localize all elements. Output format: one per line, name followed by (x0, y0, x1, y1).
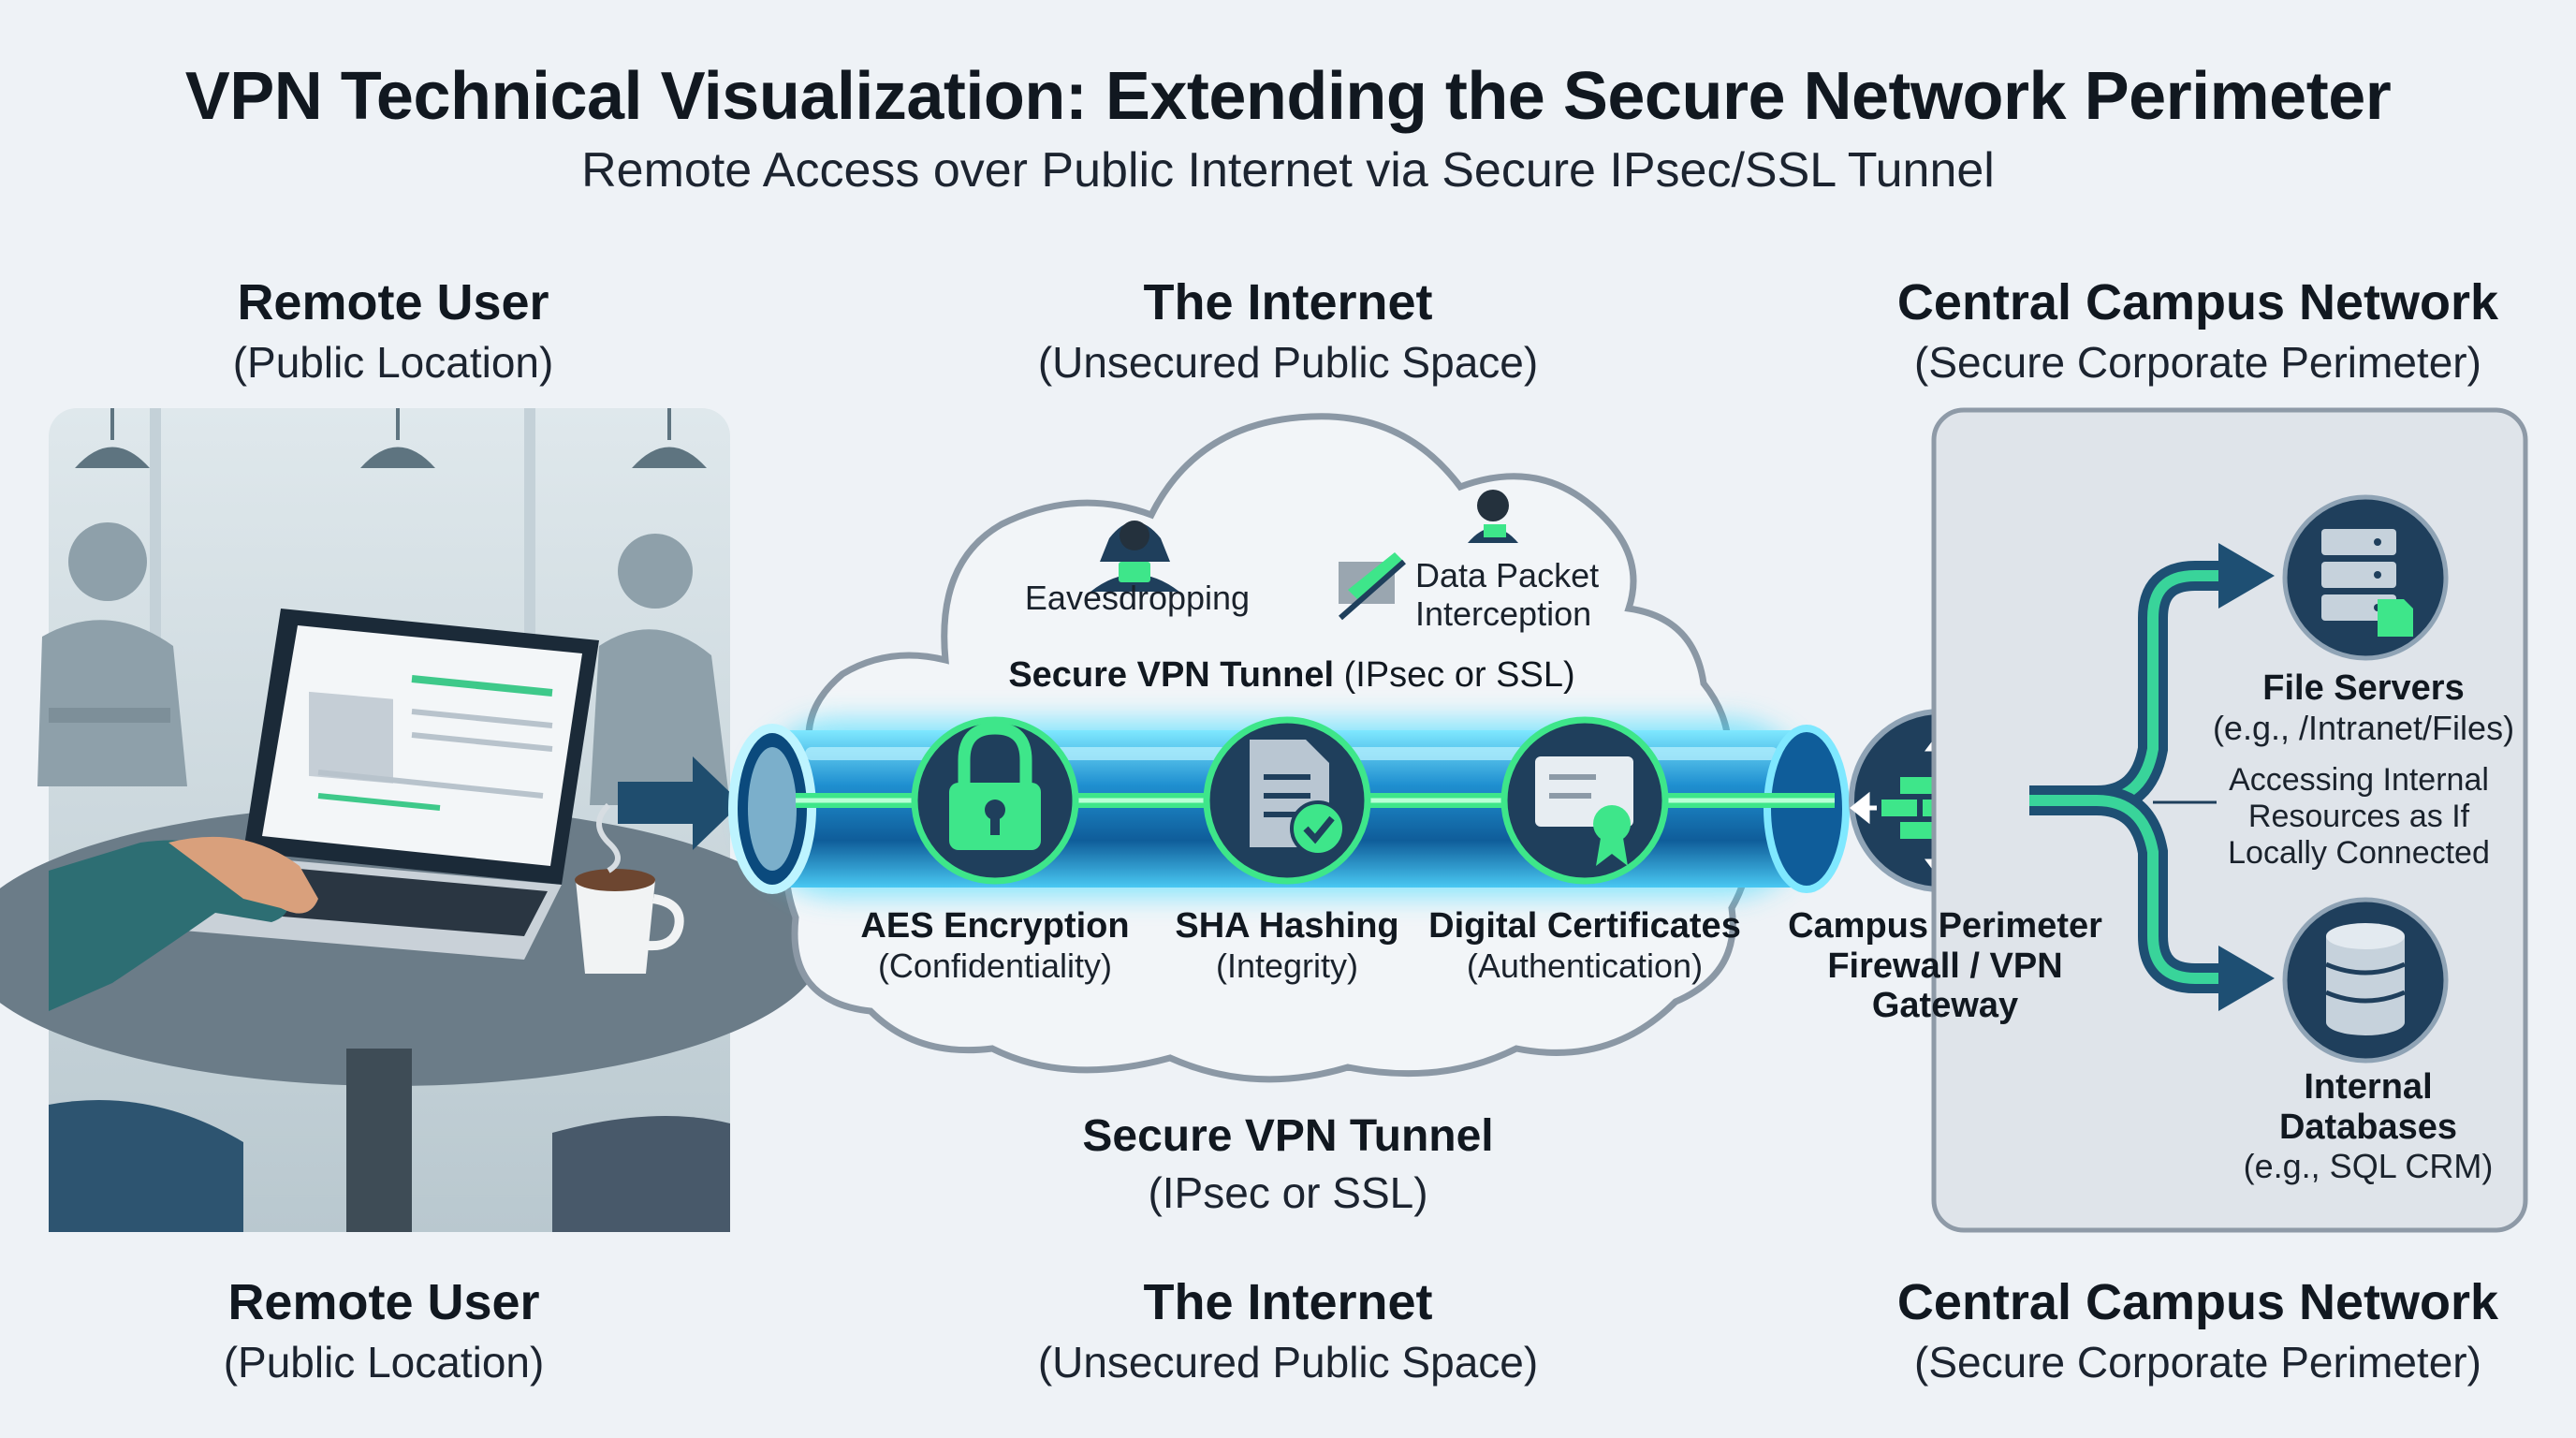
network-branch-pipes (2029, 561, 2228, 993)
remote-user-footer: Remote User (Public Location) (223, 1274, 545, 1387)
sha-hashing-label: SHA Hashing (Integrity) (1175, 906, 1399, 985)
internet-title: The Internet (1143, 274, 1433, 330)
arrow-right-icon (618, 756, 741, 850)
arrow-file-servers-icon (2218, 543, 2275, 609)
campus-header: Central Campus Network (Secure Corporate… (1777, 273, 2576, 388)
campus-subtitle: (Secure Corporate Perimeter) (1914, 338, 2481, 387)
interception-label: Data Packet Interception (1415, 556, 1600, 634)
internet-footer: The Internet (Unsecured Public Space) (1037, 1274, 1539, 1387)
document-check-icon (1203, 716, 1371, 885)
file-servers-label: File Servers (e.g., /Intranet/Files) (2212, 668, 2515, 747)
campus-footer: Central Campus Network (Secure Corporate… (1896, 1274, 2499, 1387)
padlock-icon (911, 716, 1079, 885)
arrow-databases-icon (2218, 946, 2275, 1011)
internet-header: The Internet (Unsecured Public Space) (867, 273, 1709, 388)
coffee-mug-icon (575, 802, 684, 974)
databases-label: Internal Databases (e.g., SQL CRM) (2243, 1067, 2494, 1186)
tunnel-label-top: Secure VPN Tunnel (IPsec or SSL) (1008, 655, 1575, 695)
certificate-icon (1500, 716, 1669, 885)
gateway-label: Campus Perimeter Firewall / VPN Gateway (1788, 906, 2102, 1026)
hacker-icon (1090, 521, 1179, 592)
laptop-icon (84, 609, 599, 960)
remote-user-subtitle: (Public Location) (232, 338, 554, 387)
remote-user-title: Remote User (237, 274, 549, 330)
campus-title: Central Campus Network (1896, 274, 2499, 330)
hacker-interception-icon (1339, 490, 1518, 621)
digital-certificates-label: Digital Certificates (Authentication) (1428, 906, 1741, 985)
internet-subtitle: (Unsecured Public Space) (1037, 338, 1539, 387)
page-subtitle: Remote Access over Public Internet via S… (581, 143, 1995, 198)
eavesdropping-label: Eavesdropping (1024, 579, 1251, 617)
database-icon (2282, 897, 2449, 1064)
remote-user-header: Remote User (Public Location) (0, 273, 814, 388)
tunnel-label-bottom: Secure VPN Tunnel (IPsec or SSL) (1082, 1111, 1494, 1217)
access-note-label: Accessing Internal Resources as If Local… (2228, 762, 2490, 872)
remote-user-scene (0, 408, 824, 1232)
file-server-icon (2282, 494, 2449, 661)
page-title: VPN Technical Visualization: Extending t… (184, 59, 2392, 134)
aes-encryption-label: AES Encryption (Confidentiality) (860, 906, 1130, 985)
